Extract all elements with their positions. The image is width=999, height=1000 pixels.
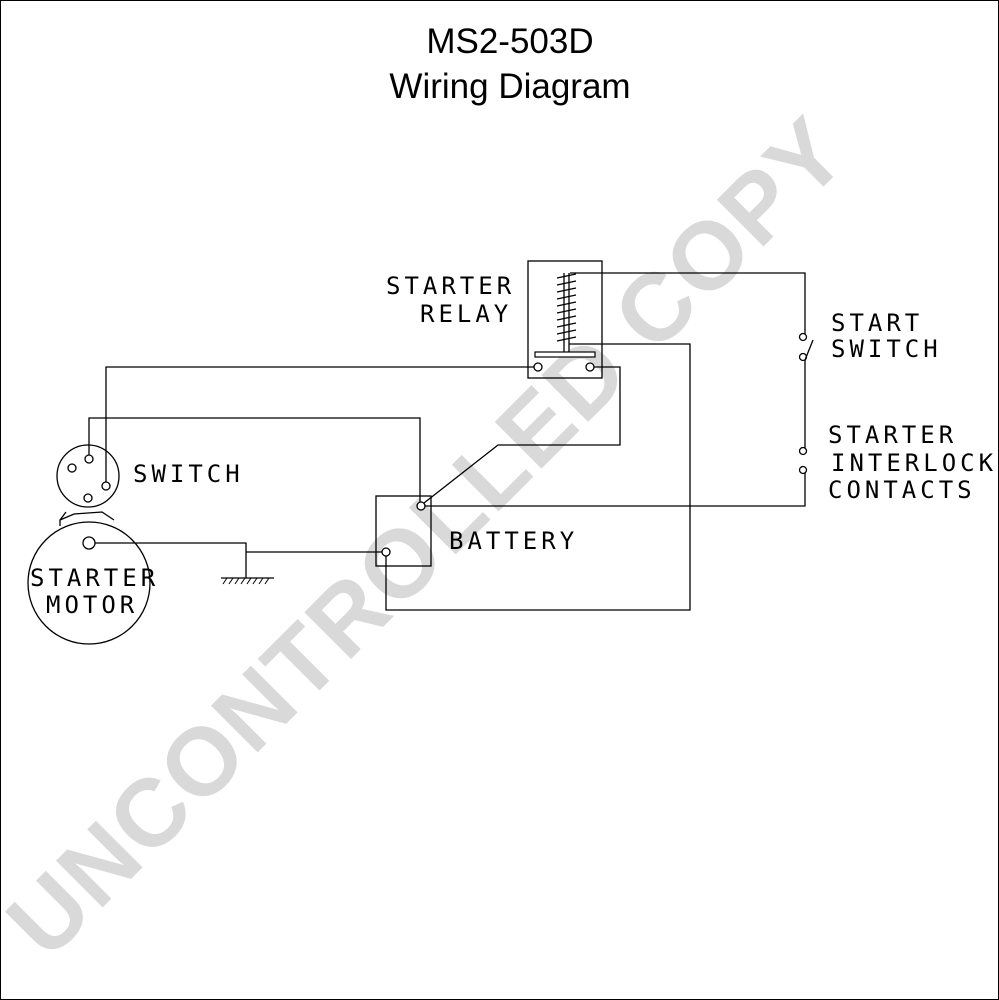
starter-interlock-contacts (798, 446, 808, 475)
ground-symbol (221, 577, 274, 585)
starter-relay-contact-bar (534, 351, 596, 358)
switch-terminal-left (67, 463, 77, 473)
title-line-1: MS2-503D (426, 22, 593, 61)
starter-relay-terminal-right (585, 362, 595, 372)
starter-relay-coil (556, 273, 577, 352)
starter-motor-terminal (82, 536, 96, 550)
wire-switch-to-battery (88, 417, 421, 502)
starter-motor-label-line-2: MOTOR (46, 591, 138, 619)
starter-motor-label-line-1: STARTER (30, 564, 159, 592)
battery (375, 495, 432, 567)
start-switch (798, 332, 814, 362)
switch-label: SWITCH (133, 460, 244, 488)
wire-motor-to-ground (95, 542, 247, 578)
starter-relay-label-line-2: RELAY (420, 300, 512, 328)
battery-terminal-positive (416, 501, 426, 511)
wire-relay-coil-to-battery-negative (385, 343, 691, 611)
starter-relay-box (527, 260, 603, 379)
interlock-label-line-3: CONTACTS (828, 476, 976, 504)
wire-relay-to-switch (105, 366, 534, 482)
starter-relay-label-line-1: STARTER (386, 272, 515, 300)
interlock-label-line-1: STARTER (828, 421, 957, 449)
battery-label: BATTERY (449, 527, 578, 555)
solenoid-switch (56, 444, 120, 508)
wire-relay-to-battery-positive (423, 366, 621, 504)
battery-terminal-negative (381, 547, 391, 557)
wire-interlock-to-battery (425, 473, 806, 507)
switch-terminal-bottom (83, 493, 93, 503)
wire-relay-coil-to-start-switch (570, 272, 806, 334)
interlock-label-line-2: INTERLOCK (831, 449, 997, 477)
switch-motor-bracket (59, 511, 115, 526)
start-switch-label-line-1: START (831, 309, 923, 337)
switch-terminal-top (84, 454, 94, 464)
start-switch-label-line-2: SWITCH (831, 335, 942, 363)
switch-terminal-right (101, 481, 111, 491)
starter-motor (27, 521, 151, 645)
starter-relay-terminal-left (533, 362, 543, 372)
watermark-text: UNCONTROLLED COPY (0, 97, 867, 977)
title-line-2: Wiring Diagram (389, 67, 630, 106)
